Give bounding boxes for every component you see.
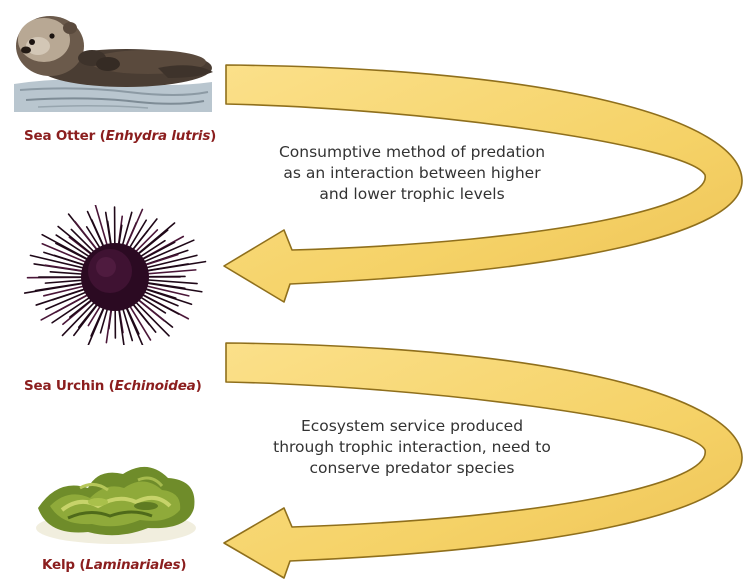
ecosystem-line: Ecosystem service produced: [262, 416, 562, 437]
predation-line: as an interaction between higher: [262, 163, 562, 184]
sea-urchin-label: Sea Urchin (Echinoidea): [24, 378, 202, 394]
kelp-label: Kelp (Laminariales): [42, 557, 186, 573]
ecosystem-line: conserve predator species: [262, 458, 562, 479]
kelp-icon: [28, 448, 204, 548]
sea-otter-label: Sea Otter (Enhydra lutris): [24, 128, 216, 144]
sea-otter-icon: [8, 6, 218, 112]
predation-line: Consumptive method of predation: [262, 142, 562, 163]
ecosystem-service-description: Ecosystem service produced through troph…: [262, 416, 562, 479]
predation-description: Consumptive method of predation as an in…: [262, 142, 562, 205]
predation-line: and lower trophic levels: [262, 184, 562, 205]
ecosystem-line: through trophic interaction, need to: [262, 437, 562, 458]
sea-urchin-icon: [20, 205, 210, 345]
